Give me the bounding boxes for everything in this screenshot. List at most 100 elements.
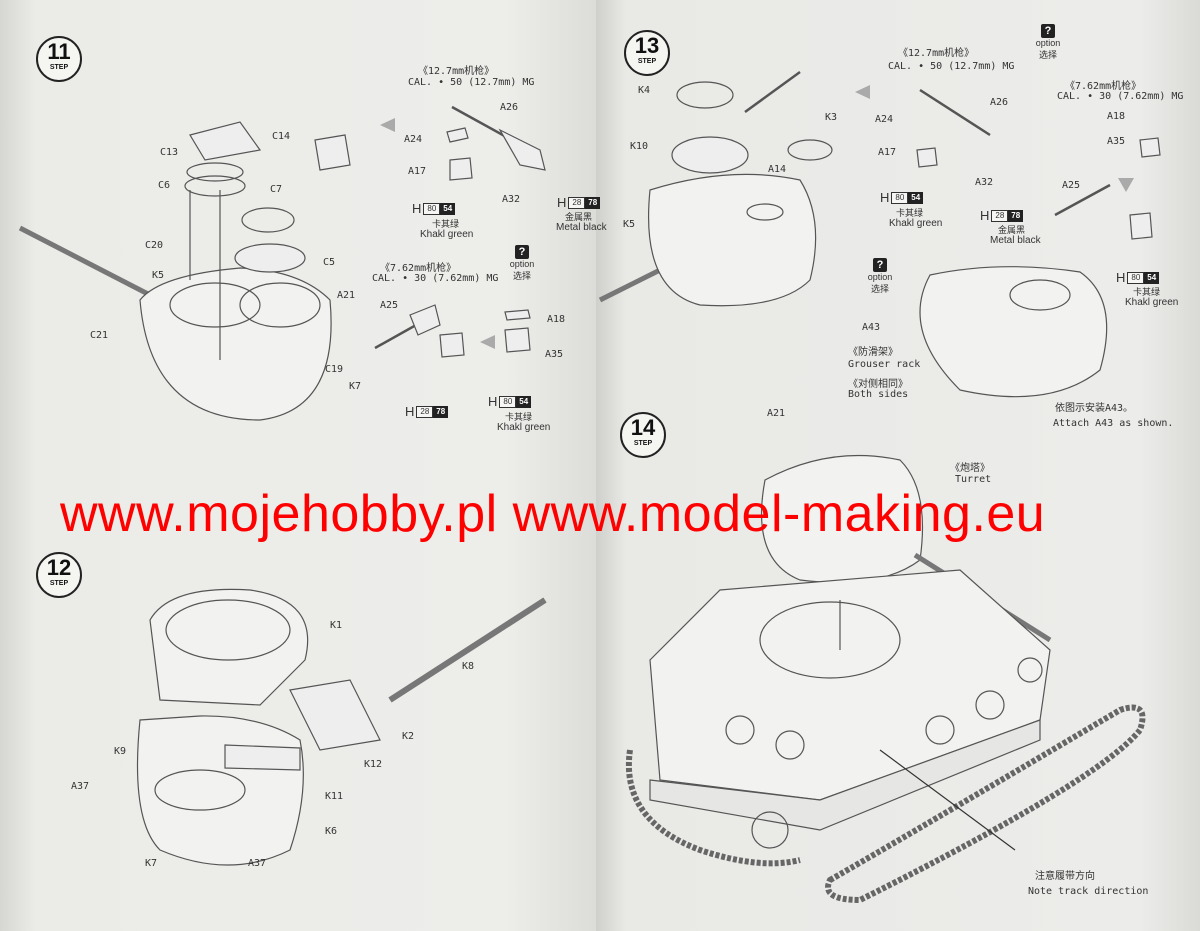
step11-turret-drawing <box>18 121 351 421</box>
arrow-down-icon <box>1118 178 1134 192</box>
part-label: C6 <box>158 180 171 191</box>
part-label: A18 <box>547 314 566 325</box>
part-label: C20 <box>145 240 164 251</box>
turret-label-en: Turret <box>955 474 992 485</box>
part-label: A17 <box>408 166 427 177</box>
cal50-title-en: CAL. • 50 (12.7mm) MG <box>888 61 1015 72</box>
step13-drawing <box>598 70 1161 398</box>
paint-fs: 54 <box>1144 271 1160 284</box>
part-label: K9 <box>114 746 127 757</box>
part-label: A24 <box>404 134 423 145</box>
part-label: A35 <box>1107 136 1126 147</box>
paint-name-en: Khakl green <box>1125 297 1179 308</box>
paint-code: 80 <box>499 395 517 408</box>
part-label: K5 <box>152 270 165 281</box>
part-label: A26 <box>990 97 1009 108</box>
question-icon: ? <box>1041 24 1055 38</box>
part-label: A24 <box>875 114 894 125</box>
grouser-en: Grouser rack <box>848 359 921 370</box>
option-marker: ?option 选择 <box>502 245 542 282</box>
paint-name-cn: 卡其绿 <box>1133 287 1161 297</box>
part-label: K5 <box>623 219 636 230</box>
option-en: option <box>509 259 535 269</box>
paint-name-en: Khakl green <box>497 422 551 433</box>
part-label: K8 <box>462 661 475 672</box>
paint-name-en: Metal black <box>990 235 1041 246</box>
part-label: K11 <box>325 791 344 802</box>
cal30-title-cn: 《7.62mm机枪》 <box>1065 81 1142 92</box>
paint-name-en: Khakl green <box>420 229 474 240</box>
step12-drawing <box>136 588 547 866</box>
option-cn: 选择 <box>870 284 889 294</box>
cal30-title-en: CAL. • 30 (7.62mm) MG <box>372 273 499 284</box>
part-label: C14 <box>272 131 291 142</box>
paint-code: 28 <box>416 405 434 418</box>
paint-fs: 78 <box>585 196 601 209</box>
part-label: A25 <box>380 300 399 311</box>
arrow-left-icon <box>855 85 870 99</box>
cal50-title-cn: 《12.7mm机枪》 <box>418 66 495 77</box>
part-label: A32 <box>502 194 521 205</box>
paint-fs: 54 <box>516 395 532 408</box>
paint-code: 80 <box>891 191 909 204</box>
part-label: A26 <box>500 102 519 113</box>
turret-label-cn: 《炮塔》 <box>950 463 990 474</box>
attach-note-cn: 依图示安装A43。 <box>1055 403 1134 414</box>
paint-name-cn: 卡其绿 <box>432 219 460 229</box>
option-en: option <box>867 272 893 282</box>
part-label: K7 <box>145 858 158 869</box>
part-label: A37 <box>71 781 90 792</box>
paint-brand: H <box>488 394 498 409</box>
grouser-cn: 《防滑架》 <box>848 347 898 358</box>
part-label: A14 <box>768 164 787 175</box>
paint-name-cn: 金属黑 <box>565 212 593 222</box>
paint-code: 28 <box>991 209 1009 222</box>
paint-brand: H <box>405 404 415 419</box>
paint-name-cn: 卡其绿 <box>505 412 533 422</box>
question-icon: ? <box>515 245 529 259</box>
paint-name-cn: 金属黑 <box>998 225 1026 235</box>
cal50-title-en: CAL. • 50 (12.7mm) MG <box>408 77 535 88</box>
part-label: A21 <box>337 290 356 301</box>
step-number: 12 <box>46 555 72 580</box>
part-label: K6 <box>325 826 338 837</box>
part-label: K7 <box>349 381 362 392</box>
paint-fs: 78 <box>433 405 449 418</box>
part-label: C13 <box>160 147 179 158</box>
paint-brand: H <box>412 201 422 216</box>
part-label: A32 <box>975 177 994 188</box>
step-label: STEP <box>49 64 69 71</box>
part-label: A25 <box>1062 180 1081 191</box>
step-number: 11 <box>47 39 71 64</box>
part-label: A37 <box>248 858 267 869</box>
option-marker: ?option 选择 <box>1028 24 1068 61</box>
both-sides-cn: 《对侧相同》 <box>848 379 908 390</box>
step-label: STEP <box>637 58 657 65</box>
option-cn: 选择 <box>512 271 531 281</box>
paint-fs: 78 <box>1008 209 1024 222</box>
question-icon: ? <box>873 258 887 272</box>
step-label: STEP <box>49 580 69 587</box>
option-en: option <box>1035 38 1061 48</box>
cal30-title-cn: 《7.62mm机枪》 <box>380 263 457 274</box>
paint-brand: H <box>557 195 567 210</box>
option-cn: 选择 <box>1038 50 1057 60</box>
step11-mg-drawings <box>374 105 546 358</box>
part-label: A18 <box>1107 111 1126 122</box>
step14-drawing <box>625 454 1146 904</box>
step-label: STEP <box>633 440 653 447</box>
option-marker: ?option 选择 <box>860 258 900 295</box>
part-label: A43 <box>862 322 881 333</box>
part-label: C5 <box>323 257 336 268</box>
part-label: K3 <box>825 112 838 123</box>
cal30-title-en: CAL. • 30 (7.62mm) MG <box>1057 91 1184 102</box>
